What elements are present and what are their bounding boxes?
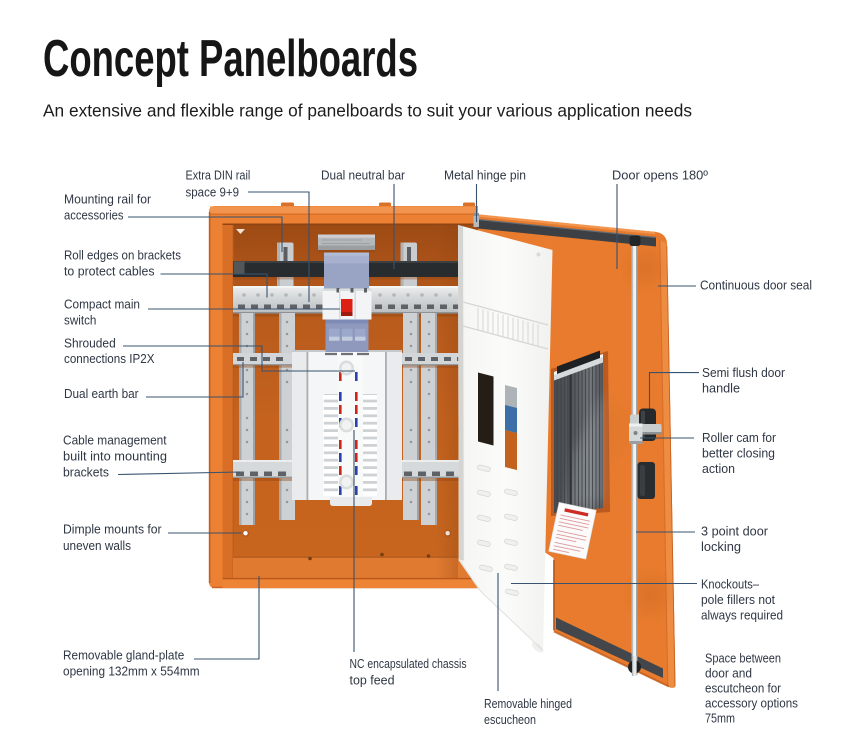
svg-text:Dimple mounts for: Dimple mounts for <box>63 523 162 537</box>
svg-text:opening 132mm x 554mm: opening 132mm x 554mm <box>63 665 200 679</box>
svg-text:switch: switch <box>64 313 96 327</box>
svg-text:Knockouts–: Knockouts– <box>701 577 759 591</box>
svg-text:Roller cam for: Roller cam for <box>702 431 776 445</box>
svg-text:Door opens 180º: Door opens 180º <box>612 169 708 183</box>
svg-text:action: action <box>702 462 735 476</box>
svg-text:Continuous door seal: Continuous door seal <box>700 278 812 292</box>
svg-text:75mm: 75mm <box>705 711 735 725</box>
svg-text:Dual neutral bar: Dual neutral bar <box>321 169 405 183</box>
svg-text:Dual earth bar: Dual earth bar <box>64 387 139 401</box>
svg-text:accessory options: accessory options <box>705 696 798 710</box>
svg-text:NC encapsulated chassis: NC encapsulated chassis <box>350 657 467 671</box>
svg-text:better closing: better closing <box>702 447 775 461</box>
svg-text:Semi flush door: Semi flush door <box>702 366 785 380</box>
svg-text:3 point door: 3 point door <box>701 524 768 538</box>
svg-text:escutcheon for: escutcheon for <box>705 681 781 695</box>
svg-text:Extra DIN rail: Extra DIN rail <box>186 169 251 183</box>
svg-text:Roll edges on brackets: Roll edges on brackets <box>64 249 181 263</box>
svg-text:top feed: top feed <box>350 674 395 688</box>
svg-text:Mounting rail for: Mounting rail for <box>64 193 151 207</box>
svg-text:Cable management: Cable management <box>63 433 167 447</box>
svg-text:space 9+9: space 9+9 <box>186 186 240 200</box>
svg-text:Removable hinged: Removable hinged <box>484 697 572 711</box>
svg-text:always required: always required <box>701 608 783 622</box>
svg-text:pole fillers not: pole fillers not <box>701 593 776 607</box>
svg-text:handle: handle <box>702 382 740 396</box>
svg-text:built into mounting: built into mounting <box>63 450 167 464</box>
svg-text:Space between: Space between <box>705 651 781 665</box>
svg-text:Concept Panelboards: Concept Panelboards <box>43 29 418 87</box>
svg-text:escucheon: escucheon <box>484 713 536 727</box>
svg-text:brackets: brackets <box>63 466 109 480</box>
svg-text:Compact main: Compact main <box>64 297 140 311</box>
svg-text:An extensive and flexible rang: An extensive and flexible range of panel… <box>43 100 692 120</box>
svg-text:Metal hinge pin: Metal hinge pin <box>444 169 526 183</box>
svg-text:accessories: accessories <box>64 209 124 223</box>
svg-text:Shrouded: Shrouded <box>64 337 116 351</box>
svg-text:door and: door and <box>705 666 752 680</box>
svg-text:connections IP2X: connections IP2X <box>64 352 155 366</box>
svg-text:Removable gland-plate: Removable gland-plate <box>63 649 184 663</box>
svg-text:locking: locking <box>701 540 741 554</box>
svg-text:to protect cables: to protect cables <box>64 265 155 279</box>
svg-text:uneven walls: uneven walls <box>63 539 131 553</box>
